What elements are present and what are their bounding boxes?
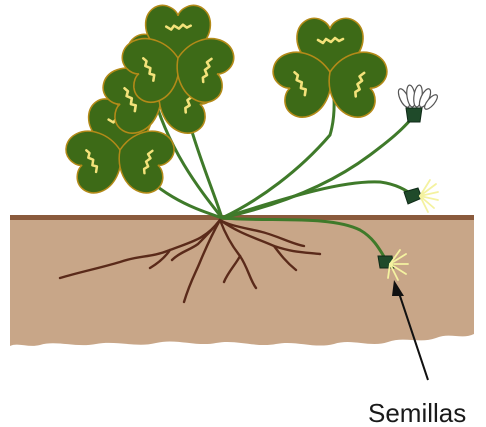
seed-head-upper	[404, 180, 438, 212]
leaf-cluster-right	[268, 18, 392, 122]
seeds-label: Semillas	[368, 398, 466, 427]
flower-bud	[396, 85, 439, 122]
soil	[10, 218, 474, 346]
